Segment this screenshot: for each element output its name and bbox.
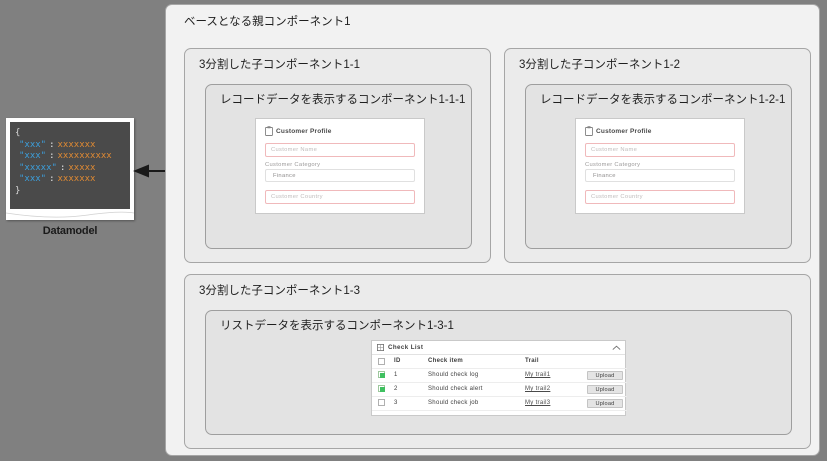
json-line: "xxxxx":xxxxx	[15, 163, 125, 175]
check-list-title: Check List	[388, 344, 424, 351]
row-action-cell: Upload	[587, 368, 627, 383]
upload-button[interactable]: Upload	[587, 398, 623, 408]
datamodel-json-code: {"xxx":xxxxxxx"xxx":xxxxxxxxxx"xxxxx":xx…	[10, 122, 130, 209]
json-key: "xxx"	[19, 151, 47, 161]
row-item: Should check alert	[428, 382, 525, 397]
upload-button[interactable]: Upload	[587, 384, 623, 394]
record-component-1-2-1-title: レコードデータを表示するコンポーネント1-2-1	[540, 94, 786, 106]
column-header-id: ID	[394, 355, 428, 369]
row-select-cell	[372, 396, 394, 411]
customer-profile-header: Customer Profile	[265, 126, 415, 136]
record-component-1-1-1: レコードデータを表示するコンポーネント1-1-1 Customer Profil…	[205, 84, 472, 249]
record-component-1-1-1-title: レコードデータを表示するコンポーネント1-1-1	[220, 94, 466, 106]
row-checkbox[interactable]	[378, 399, 385, 407]
parent-component-panel: ベースとなる親コンポーネント1 3分割した子コンポーネント1-1 レコードデータ…	[165, 4, 820, 456]
clipboard-icon	[585, 126, 593, 136]
row-id: 2	[394, 382, 428, 397]
row-trail-cell: My trail1	[525, 368, 587, 383]
customer-name-input[interactable]: Customer Name	[585, 143, 735, 157]
column-header-item: Check item	[428, 355, 525, 369]
datamodel-note: {"xxx":xxxxxxx"xxx":xxxxxxxxxx"xxxxx":xx…	[6, 118, 134, 220]
row-action-cell: Upload	[587, 396, 627, 411]
json-brace: {	[15, 128, 21, 138]
json-key: "xxxxx"	[19, 162, 57, 173]
child-component-1-2-title: 3分割した子コンポーネント1-2	[519, 59, 681, 71]
customer-category-label: Customer Category	[265, 162, 321, 168]
table-row[interactable]: 2 Should check alert My trail2 Upload	[372, 382, 627, 397]
row-select-cell	[372, 382, 394, 397]
select-all-header	[372, 355, 394, 369]
list-component-1-3-1-title: リストデータを表示するコンポーネント1-3-1	[220, 320, 454, 332]
json-brace: }	[15, 185, 21, 196]
row-item: Should check log	[428, 368, 525, 383]
check-list-table-body: 1 Should check log My trail1 Upload	[372, 368, 627, 411]
datamodel-caption: Datamodel	[42, 225, 98, 237]
check-list-table-head: ID Check item Trail	[372, 355, 627, 369]
json-line: "xxx":xxxxxxx	[15, 140, 125, 152]
json-key: "xxx"	[19, 174, 47, 184]
row-action-cell: Upload	[587, 382, 627, 397]
chevron-up-icon[interactable]	[612, 345, 621, 351]
json-colon: :	[49, 151, 55, 161]
json-colon: :	[49, 139, 55, 150]
customer-profile-header: Customer Profile	[585, 126, 735, 136]
customer-name-input[interactable]: Customer Name	[265, 143, 415, 157]
json-line: "xxx":xxxxxxxxxx	[15, 151, 125, 163]
customer-category-label: Customer Category	[585, 162, 641, 168]
json-line: "xxx":xxxxxxx	[15, 174, 125, 186]
json-line: {	[15, 128, 125, 140]
row-select-cell	[372, 368, 394, 383]
json-value: xxxxxxxxxx	[57, 151, 112, 161]
customer-category-input[interactable]: Finance	[585, 169, 735, 182]
table-row[interactable]: 1 Should check log My trail1 Upload	[372, 368, 627, 383]
trail-link[interactable]: My trail2	[525, 386, 551, 392]
trail-link[interactable]: My trail3	[525, 400, 551, 406]
list-component-1-3-1: リストデータを表示するコンポーネント1-3-1 Check List	[205, 310, 792, 435]
row-trail-cell: My trail3	[525, 396, 587, 411]
check-list-header: Check List	[372, 341, 625, 355]
child-component-1-2: 3分割した子コンポーネント1-2 レコードデータを表示するコンポーネント1-2-…	[504, 48, 811, 263]
table-header-row: ID Check item Trail	[372, 355, 627, 369]
customer-country-input[interactable]: Customer Country	[585, 190, 735, 204]
json-key: "xxx"	[19, 139, 47, 150]
json-value: xxxxxxx	[57, 139, 96, 150]
row-trail-cell: My trail2	[525, 382, 587, 397]
record-component-1-2-1: レコードデータを表示するコンポーネント1-2-1 Customer Profil…	[525, 84, 792, 249]
child-component-1-3: 3分割した子コンポーネント1-3 リストデータを表示するコンポーネント1-3-1…	[184, 274, 811, 449]
json-value: xxxxx	[68, 162, 96, 173]
parent-component-title: ベースとなる親コンポーネント1	[184, 16, 351, 28]
clipboard-icon	[265, 126, 273, 136]
json-value: xxxxxxx	[57, 174, 96, 184]
trail-link[interactable]: My trail1	[525, 372, 551, 378]
row-id: 3	[394, 396, 428, 411]
check-list-table: ID Check item Trail 1 Should check	[372, 355, 627, 411]
customer-profile-card-2: Customer Profile Customer Name Customer …	[575, 118, 745, 214]
check-list-widget: Check List ID Check item Trail	[371, 340, 627, 416]
row-checkbox[interactable]	[378, 385, 385, 393]
column-header-action	[587, 355, 627, 369]
upload-button[interactable]: Upload	[587, 370, 623, 380]
json-line: }	[15, 186, 125, 198]
customer-profile-title: Customer Profile	[276, 127, 332, 135]
child-component-1-1: 3分割した子コンポーネント1-1 レコードデータを表示するコンポーネント1-1-…	[184, 48, 491, 263]
table-row[interactable]: 3 Should check job My trail3 Upload	[372, 396, 627, 411]
column-header-trail: Trail	[525, 355, 587, 369]
child-component-1-1-title: 3分割した子コンポーネント1-1	[199, 59, 361, 71]
row-item: Should check job	[428, 396, 525, 411]
customer-category-input[interactable]: Finance	[265, 169, 415, 182]
customer-profile-card-1: Customer Profile Customer Name Customer …	[255, 118, 425, 214]
select-all-checkbox[interactable]	[378, 357, 385, 365]
row-id: 1	[394, 368, 428, 383]
json-colon: :	[49, 174, 55, 184]
json-colon: :	[59, 162, 66, 173]
datamodel-group: {"xxx":xxxxxxx"xxx":xxxxxxxxxx"xxxxx":xx…	[6, 118, 134, 237]
row-checkbox[interactable]	[378, 371, 385, 379]
grid-icon	[377, 344, 384, 351]
customer-profile-title: Customer Profile	[596, 127, 652, 135]
customer-country-input[interactable]: Customer Country	[265, 190, 415, 204]
child-component-1-3-title: 3分割した子コンポーネント1-3	[199, 285, 361, 297]
